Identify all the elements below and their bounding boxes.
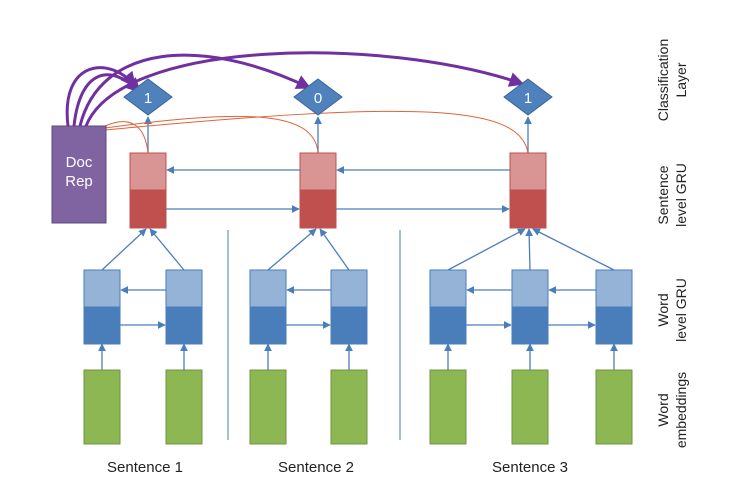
- word-gru-cell: [249, 269, 287, 345]
- classification-output: 1: [144, 90, 152, 107]
- word-embeddings-label: Word embeddings: [655, 372, 689, 448]
- classification-node: 1: [503, 78, 553, 116]
- doc-rep-box: [51, 125, 107, 224]
- sentence-gru-cell: [509, 152, 547, 229]
- classification-node: 0: [293, 78, 343, 116]
- doc-rep-feedback-arrows: [65, 51, 525, 127]
- word-gru-cell: [511, 269, 549, 345]
- word-embedding: [83, 369, 121, 445]
- sentence-label: Sentence 2: [278, 459, 354, 476]
- svg-text:Word: Word: [655, 293, 671, 326]
- attention-lines: [104, 110, 529, 154]
- word-gru-cell: [165, 269, 203, 345]
- svg-text:Classification: Classification: [655, 39, 671, 121]
- word-embedding: [330, 369, 368, 445]
- svg-text:Word: Word: [655, 393, 671, 426]
- doc-rep-label-line2: Rep: [65, 173, 93, 190]
- svg-text:level GRU: level GRU: [673, 278, 689, 342]
- sentence-gru-cell: [129, 152, 167, 229]
- sentence-label: Sentence 3: [492, 459, 568, 476]
- word-gru-cell: [330, 269, 368, 345]
- sentence-gru-label: Sentence level GRU: [655, 163, 689, 227]
- word-gru-cell: [83, 269, 121, 345]
- classification-output: 1: [524, 90, 532, 107]
- word-embedding: [249, 369, 287, 445]
- sentence-to-class-arrows: [144, 116, 532, 153]
- word-embedding: [595, 369, 633, 445]
- word-embedding: [165, 369, 203, 445]
- svg-text:embeddings: embeddings: [673, 372, 689, 448]
- classification-layer-label: Classification Layer: [655, 39, 689, 121]
- word-embedding: [429, 369, 467, 445]
- word-gru-cell: [595, 269, 633, 345]
- svg-text:Layer: Layer: [673, 62, 689, 97]
- svg-text:Sentence: Sentence: [655, 165, 671, 224]
- classification-output: 0: [314, 90, 322, 107]
- word-gru-recurrent-arrows: [120, 286, 596, 329]
- sentence-gru-recurrent-arrows: [166, 166, 510, 213]
- sentence-label: Sentence 1: [107, 459, 183, 476]
- doc-rep-label-line1: Doc: [66, 154, 93, 171]
- word-gru-cell: [429, 269, 467, 345]
- word-gru-label: Word level GRU: [655, 278, 689, 342]
- word-to-sentence-arrows: [101, 228, 615, 271]
- svg-text:level GRU: level GRU: [673, 163, 689, 227]
- word-embedding: [511, 369, 549, 445]
- sentence-gru-cell: [299, 152, 337, 229]
- classification-node: 1: [123, 78, 173, 116]
